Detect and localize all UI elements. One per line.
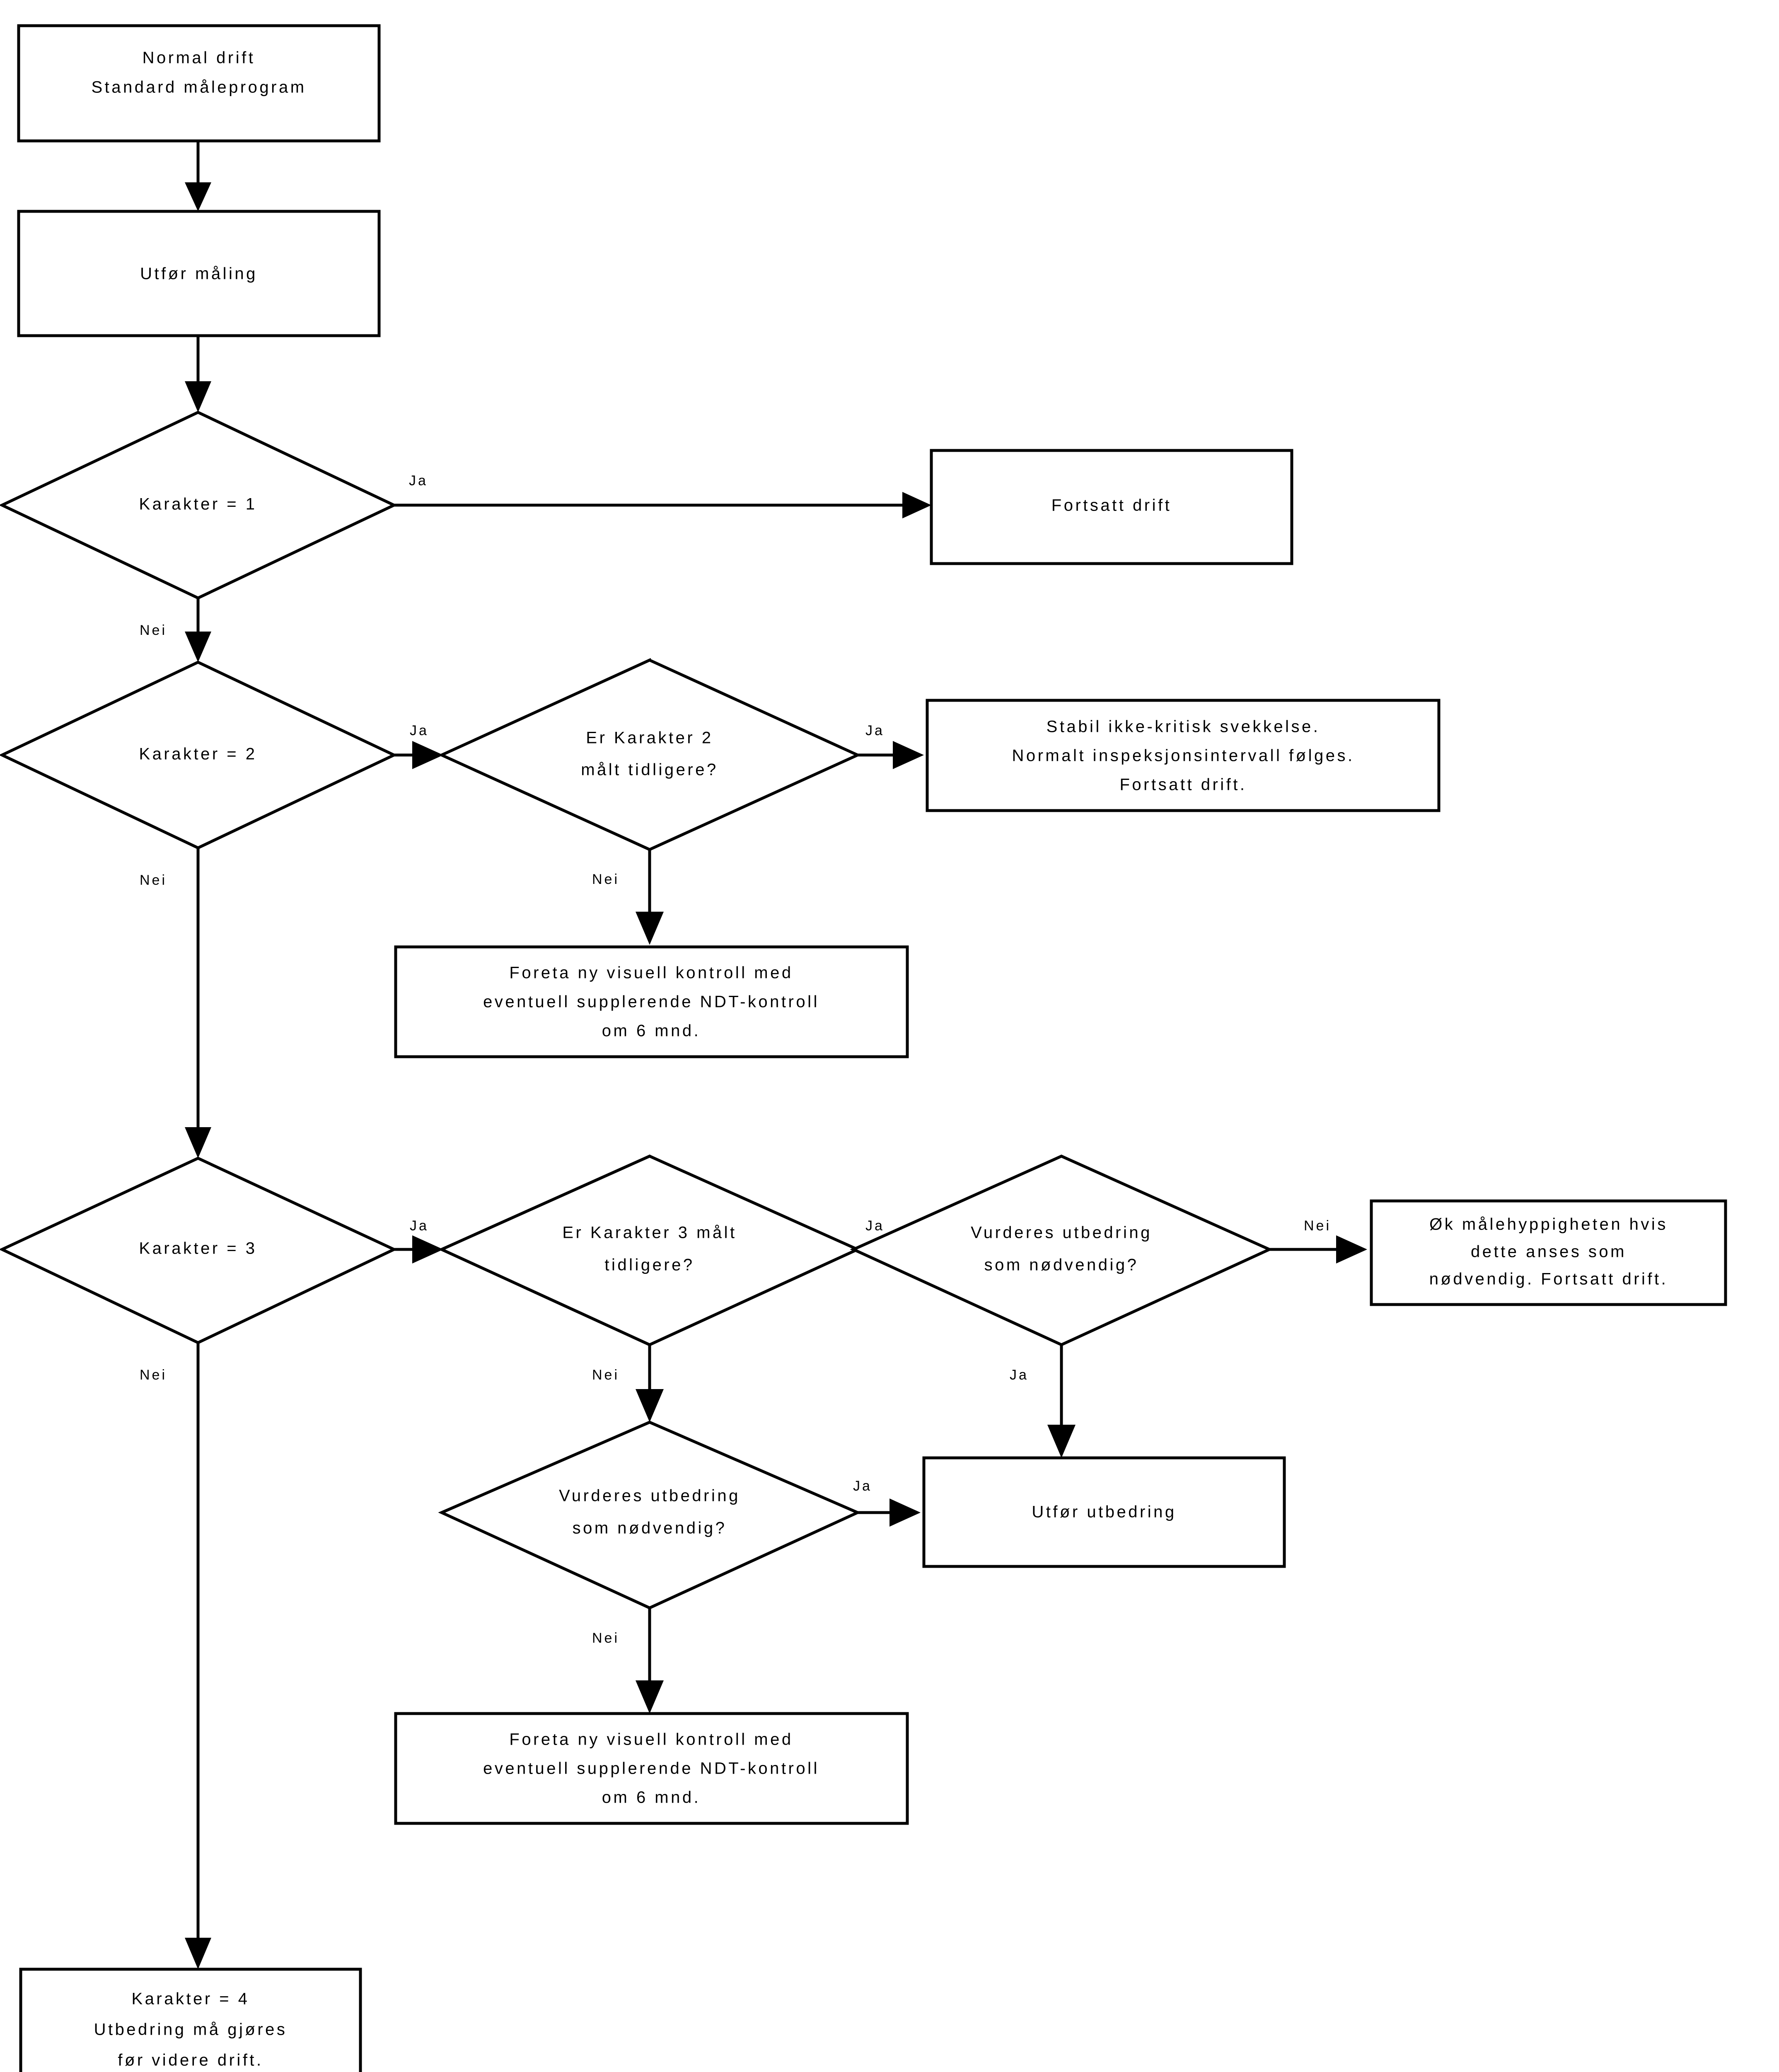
edge-vurderestop-ja-to-utforutbedring — [1047, 1345, 1076, 1458]
node-utfor-maling[interactable]: Utfør måling — [17, 210, 381, 337]
node-er-karakter-2-malt-line-0: Er Karakter 2 — [586, 729, 713, 747]
edge-label-vurdereslower-nei: Nei — [592, 1630, 619, 1646]
node-ny-visuell-kontroll-3-line-0: Foreta ny visuell kontroll med — [509, 1731, 793, 1749]
node-ny-visuell-kontroll-2[interactable]: Foreta ny visuell kontroll med eventuell… — [394, 945, 909, 1058]
edge-erkarakter3-nei-to-vurdereslower — [636, 1345, 664, 1422]
edge-label-vurdereslower-ja: Ja — [853, 1478, 872, 1494]
node-ny-visuell-kontroll-3[interactable]: Foreta ny visuell kontroll med eventuell… — [394, 1712, 909, 1825]
node-ok-malehyppighet[interactable]: Øk målehyppigheten hvis dette anses som … — [1370, 1199, 1727, 1306]
node-ok-malehyppighet-line-2: nødvendig. Fortsatt drift. — [1429, 1270, 1668, 1288]
edge-label-karakter1-ja: Ja — [409, 473, 428, 489]
node-karakter-3-line-0: Karakter = 3 — [139, 1239, 257, 1258]
node-karakter-1[interactable]: Karakter = 1 — [0, 411, 398, 600]
node-ny-visuell-kontroll-2-line-1: eventuell supplerende NDT-kontroll — [483, 993, 819, 1011]
edge-label-vurderestop-nei: Nei — [1304, 1218, 1331, 1234]
node-ny-visuell-kontroll-2-line-0: Foreta ny visuell kontroll med — [509, 964, 793, 982]
node-fortsatt-drift[interactable]: Fortsatt drift — [930, 449, 1293, 565]
node-er-karakter-3-malt-line-1: tidligere? — [604, 1256, 694, 1274]
node-stabil-svekkelse-line-1: Normalt inspeksjonsintervall følges. — [1012, 747, 1354, 765]
node-ny-visuell-kontroll-3-line-2: om 6 mnd. — [602, 1789, 701, 1807]
edge-karakter2-nei-to-karakter3 — [185, 848, 211, 1158]
node-vurderes-utbedring-lower[interactable]: Vurderes utbedring som nødvendig? — [438, 1421, 861, 1610]
edge-karakter1-ja-to-fortsattdrift — [394, 492, 931, 518]
edge-erkarakter2-nei-to-nyvisuellkontroll — [636, 850, 664, 945]
edge-label-karakter3-ja: Ja — [410, 1218, 429, 1234]
node-ok-malehyppighet-line-0: Øk målehyppigheten hvis — [1429, 1215, 1668, 1234]
node-normal-drift-line-1: Standard måleprogram — [91, 78, 306, 97]
node-normal-drift[interactable]: Normal drift Standard måleprogram — [17, 24, 381, 143]
node-karakter-4-line-2: før videre drift. — [118, 2051, 263, 2070]
edge-karakter1-nei-to-karakter2 — [185, 598, 211, 662]
edge-label-karakter2-nei: Nei — [140, 872, 167, 888]
node-stabil-svekkelse-line-2: Fortsatt drift. — [1120, 776, 1247, 794]
node-ok-malehyppighet-line-1: dette anses som — [1471, 1243, 1627, 1261]
node-vurderes-utbedring-lower-line-0: Vurderes utbedring — [559, 1487, 740, 1505]
node-normal-drift-line-0: Normal drift — [143, 49, 256, 67]
node-vurderes-utbedring-top[interactable]: Vurderes utbedring som nødvendig? — [850, 1155, 1273, 1346]
edge-label-erkarakter3-nei: Nei — [592, 1367, 619, 1383]
node-karakter-4-line-1: Utbedring må gjøres — [94, 2021, 288, 2039]
node-vurderes-utbedring-lower-line-1: som nødvendig? — [573, 1519, 727, 1537]
node-vurderes-utbedring-top-line-0: Vurderes utbedring — [971, 1224, 1152, 1242]
node-karakter-3[interactable]: Karakter = 3 — [0, 1157, 398, 1344]
node-karakter-1-line-0: Karakter = 1 — [139, 495, 257, 513]
edge-label-erkarakter2-ja: Ja — [865, 723, 885, 738]
node-karakter-4-line-0: Karakter = 4 — [131, 1990, 249, 2008]
node-er-karakter-2-malt[interactable]: Er Karakter 2 målt tidligere? — [438, 658, 861, 852]
node-stabil-svekkelse[interactable]: Stabil ikke-kritisk svekkelse. Normalt i… — [926, 699, 1441, 812]
node-ny-visuell-kontroll-3-line-1: eventuell supplerende NDT-kontroll — [483, 1760, 819, 1778]
edge-label-erkarakter2-nei: Nei — [592, 871, 619, 887]
edge-utformaling-to-karakter1 — [185, 336, 211, 412]
edge-karakter3-ja-to-erkarakter3 — [394, 1235, 443, 1264]
node-ny-visuell-kontroll-2-line-2: om 6 mnd. — [602, 1022, 701, 1040]
node-fortsatt-drift-line-0: Fortsatt drift — [1051, 496, 1172, 515]
edge-vurdereslower-nei-to-nyvisuellkontroll — [636, 1608, 664, 1714]
node-utfor-maling-line-0: Utfør måling — [140, 265, 258, 283]
edge-label-karakter1-nei: Nei — [140, 622, 167, 638]
edge-normaldrift-to-utformaling — [185, 141, 211, 211]
node-karakter-2[interactable]: Karakter = 2 — [0, 661, 398, 850]
node-vurderes-utbedring-top-line-1: som nødvendig? — [984, 1256, 1139, 1274]
node-utfor-utbedring-line-0: Utfør utbedring — [1032, 1503, 1176, 1521]
edge-label-karakter2-ja: Ja — [410, 723, 429, 738]
node-er-karakter-3-malt[interactable]: Er Karakter 3 målt tidligere? — [438, 1155, 861, 1346]
node-stabil-svekkelse-line-0: Stabil ikke-kritisk svekkelse. — [1047, 718, 1320, 736]
edge-label-karakter3-nei: Nei — [140, 1367, 167, 1383]
edge-karakter3-nei-to-karakter4 — [185, 1343, 211, 1969]
edge-label-erkarakter3-ja: Ja — [865, 1218, 885, 1234]
edge-karakter2-ja-to-erkarakter2 — [394, 741, 443, 769]
node-er-karakter-3-malt-line-0: Er Karakter 3 målt — [562, 1224, 737, 1242]
node-karakter-2-line-0: Karakter = 2 — [139, 745, 257, 763]
node-utfor-utbedring[interactable]: Utfør utbedring — [922, 1456, 1286, 1568]
node-er-karakter-2-malt-line-1: målt tidligere? — [581, 761, 718, 779]
node-karakter-4[interactable]: Karakter = 4 Utbedring må gjøres før vid… — [19, 1968, 362, 2072]
edge-label-vurderestop-ja: Ja — [1010, 1367, 1029, 1383]
